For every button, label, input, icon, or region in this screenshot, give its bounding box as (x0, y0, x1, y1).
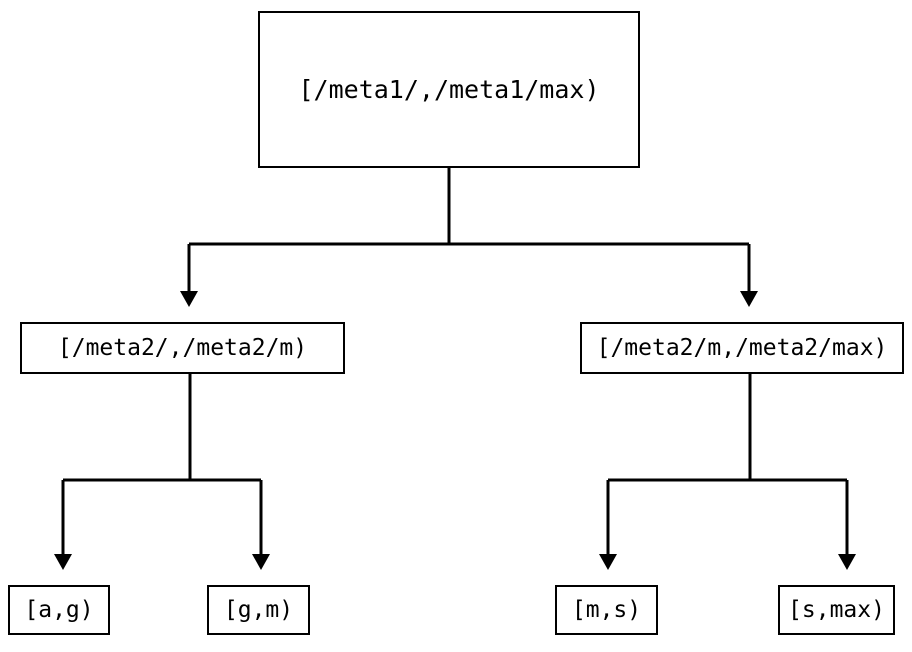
node-leaf-1-label: [a,g) (24, 596, 94, 623)
edge-mid-right-to-leaf-3 (599, 374, 752, 570)
node-leaf-3[interactable]: [m,s) (555, 585, 658, 635)
edge-mid-right-to-leaf-4 (750, 478, 856, 570)
arrowhead-icon (740, 291, 758, 307)
node-leaf-2[interactable]: [g,m) (207, 585, 310, 635)
arrowhead-icon (54, 554, 72, 570)
edge-mid-left-to-leaf-2 (190, 478, 270, 570)
arrowhead-icon (599, 554, 617, 570)
node-mid-left[interactable]: [/meta2/,/meta2/m) (20, 322, 345, 374)
node-mid-right[interactable]: [/meta2/m,/meta2/max) (580, 322, 904, 374)
node-root-label: [/meta1/,/meta1/max) (298, 75, 600, 104)
arrowhead-icon (252, 554, 270, 570)
node-leaf-4-label: [s,max) (788, 596, 885, 623)
arrowhead-icon (180, 291, 198, 307)
node-leaf-2-label: [g,m) (223, 596, 294, 623)
arrowhead-icon (838, 554, 856, 570)
node-leaf-1[interactable]: [a,g) (8, 585, 110, 635)
edge-mid-left-to-leaf-1 (54, 374, 192, 570)
node-leaf-3-label: [m,s) (571, 596, 642, 623)
edge-root-to-mid-left (180, 168, 451, 307)
node-mid-right-label: [/meta2/m,/meta2/max) (596, 334, 888, 361)
edge-root-to-mid-right (449, 242, 758, 307)
node-mid-left-label: [/meta2/,/meta2/m) (57, 334, 308, 361)
node-root[interactable]: [/meta1/,/meta1/max) (258, 11, 640, 168)
node-leaf-4[interactable]: [s,max) (778, 585, 895, 635)
